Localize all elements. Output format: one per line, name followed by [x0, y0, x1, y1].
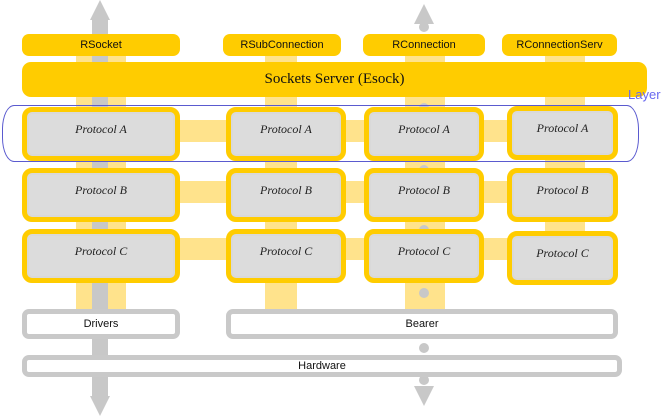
connector-c-2 — [345, 238, 365, 260]
flow-dot — [419, 22, 429, 32]
connector-b-2 — [345, 181, 365, 203]
protocol-a-col2: Protocol A — [226, 107, 346, 161]
hardware-bar: Hardware — [22, 355, 622, 377]
protocol-label: Protocol A — [260, 122, 312, 136]
protocol-label: Protocol A — [536, 121, 589, 135]
protocol-b-col2: Protocol B — [226, 168, 346, 222]
down-arrow-icon — [414, 386, 434, 406]
protocol-b-col1: Protocol B — [22, 168, 180, 222]
connector-a-1 — [177, 120, 229, 142]
layer-highlight — [2, 105, 639, 162]
drivers-box: Drivers — [22, 309, 180, 339]
protocol-b-col3: Protocol B — [364, 168, 484, 222]
protocol-label: Protocol A — [398, 122, 450, 136]
protocol-label: Protocol B — [260, 183, 312, 197]
connector-c-1 — [177, 238, 229, 260]
protocol-label: Protocol B — [536, 183, 589, 197]
protocol-b-col4: Protocol B — [507, 168, 618, 222]
flow-dot — [419, 375, 429, 385]
down-arrow-icon — [90, 396, 110, 416]
api-label-rsubconnection: RSubConnection — [223, 34, 341, 56]
flow-dot — [419, 288, 429, 298]
protocol-label: Protocol C — [259, 244, 313, 258]
layer-label: Layer — [628, 87, 661, 102]
protocol-c-col1: Protocol C — [22, 229, 180, 283]
connector-b-3 — [481, 181, 511, 203]
protocol-a-col4: Protocol A — [507, 106, 618, 160]
api-label-rconnectionserv: RConnectionServ — [502, 34, 617, 56]
connector-a-3 — [481, 120, 511, 142]
protocol-label: Protocol A — [75, 122, 127, 136]
sockets-server-bar: Sockets Server (Esock) — [22, 62, 647, 97]
api-label-rconnection: RConnection — [363, 34, 485, 56]
bearer-box: Bearer — [226, 309, 618, 339]
protocol-a-col3: Protocol A — [364, 107, 484, 161]
protocol-label: Protocol B — [75, 183, 127, 197]
protocol-c-col2: Protocol C — [226, 229, 346, 283]
protocol-label: Protocol C — [74, 244, 128, 258]
protocol-c-col4: Protocol C — [507, 231, 618, 285]
protocol-label: Protocol C — [397, 244, 451, 258]
protocol-label: Protocol C — [536, 246, 589, 260]
flow-dot — [419, 343, 429, 353]
protocol-label: Protocol B — [398, 183, 450, 197]
protocol-a-col1: Protocol A — [22, 107, 180, 161]
up-arrow-icon — [90, 0, 110, 20]
api-label-rsocket: RSocket — [22, 34, 180, 56]
connector-b-1 — [177, 181, 229, 203]
protocol-c-col3: Protocol C — [364, 229, 484, 283]
up-arrow-icon — [414, 4, 434, 24]
connector-c-3 — [481, 238, 511, 260]
connector-a-2 — [345, 120, 365, 142]
